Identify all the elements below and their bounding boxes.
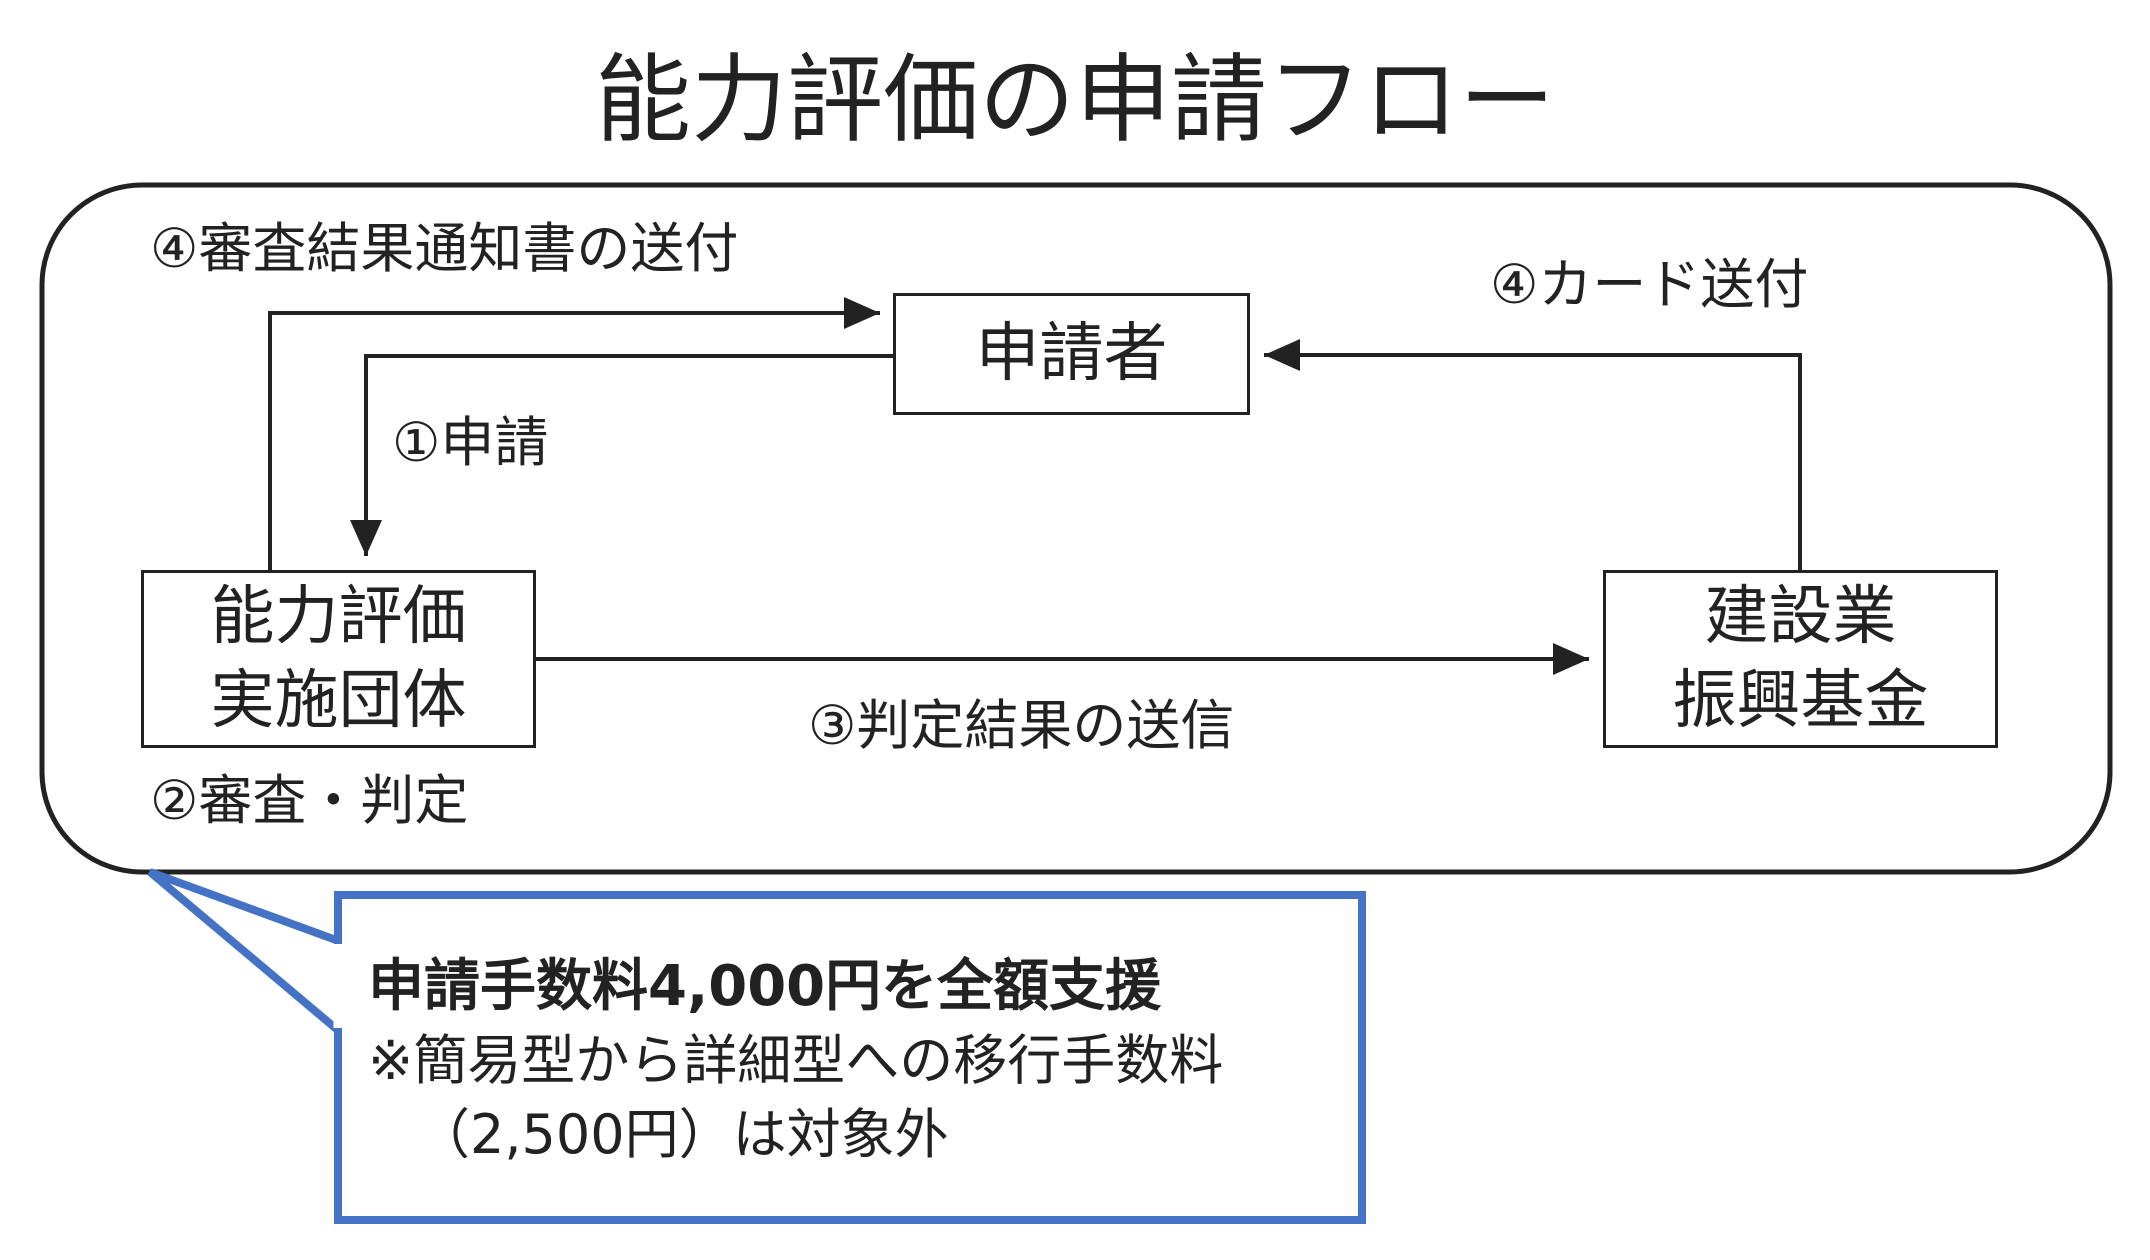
- node-org-line2: 実施団体: [210, 664, 467, 738]
- callout-box: [334, 891, 1366, 1224]
- edge-card-arrow: [1264, 339, 1802, 570]
- edge-notice-arrow: [268, 297, 880, 570]
- node-construction-fund: 建設業 振興基金: [1603, 570, 1998, 748]
- callout-note-line2: （2,500円）は対象外: [416, 1103, 949, 1166]
- edge-label-notice: ④審査結果通知書の送付: [150, 217, 739, 280]
- callout-headline: 申請手数料4,000円を全額支援: [368, 954, 1162, 1019]
- node-applicant: 申請者: [893, 293, 1250, 415]
- edge-apply-arrow: [350, 354, 893, 556]
- process-container: [39, 182, 2113, 875]
- callout-note-line1: ※簡易型から詳細型への移行手数料: [368, 1029, 1224, 1092]
- edge-label-apply: ①申請: [392, 411, 549, 474]
- node-assessment-org: 能力評価 実施団体: [141, 570, 536, 748]
- edge-label-card: ④カード送付: [1490, 253, 1809, 316]
- node-fund-line2: 振興基金: [1672, 664, 1929, 738]
- callout-pointer: [147, 868, 343, 1036]
- node-org-line1: 能力評価: [210, 580, 467, 654]
- node-fund-line1: 建設業: [1704, 580, 1897, 654]
- edge-label-result: ③判定結果の送信: [808, 694, 1235, 757]
- page-title: 能力評価の申請フロー: [595, 44, 1555, 156]
- node-applicant-label: 申請者: [975, 317, 1168, 391]
- callout-text: 申請手数料4,000円を全額支援 ※簡易型から詳細型への移行手数料 （2,500…: [368, 950, 1223, 1172]
- edge-label-review: ②審査・判定: [150, 769, 469, 832]
